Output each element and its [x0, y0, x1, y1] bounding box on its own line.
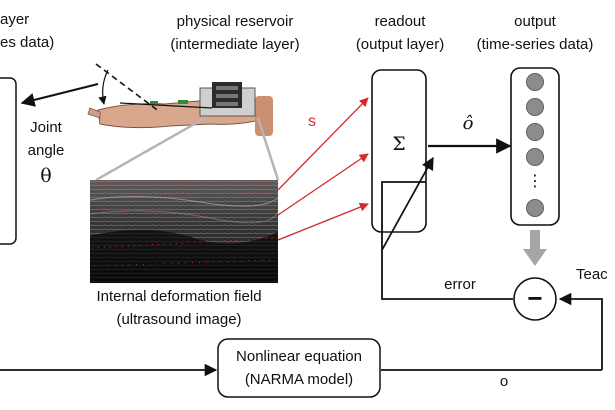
zoom-line-left [95, 116, 206, 182]
teacher-signal-line [558, 292, 603, 370]
input-layer-title-line1: ayer [0, 11, 30, 28]
output-down-arrow-head [523, 249, 547, 266]
narma-box [217, 338, 381, 398]
readout-box [371, 69, 427, 233]
signal-arrow-1 [277, 97, 369, 191]
signal-arrow-2 [277, 153, 369, 216]
subtractor-minus: − [527, 283, 543, 313]
narma-line1: Nonlinear equation [236, 348, 362, 365]
reservoir-title-line1: physical reservoir [176, 13, 294, 30]
o-label: o [499, 373, 509, 390]
o-hat-symbol: ô [462, 113, 474, 134]
joint-label-line1: Joint [30, 119, 62, 136]
theta-symbol: θ [40, 165, 52, 187]
signal-arrow-3 [277, 202, 369, 241]
reservoir-title-line2: (intermediate layer) [170, 36, 300, 53]
ultrasound-caption-line1: Internal deformation field [96, 288, 262, 305]
error-feedback-line [381, 181, 513, 300]
error-label: error [444, 276, 476, 293]
input-layer-box [0, 77, 17, 245]
error-feedback-arrow [381, 156, 434, 251]
ultrasound-caption-line2: (ultrasound image) [116, 311, 242, 328]
input-arrow [20, 83, 99, 107]
joint-label-line2: angle [27, 142, 65, 159]
output-node [526, 199, 544, 217]
output-node [526, 148, 544, 166]
readout-title-line1: readout [374, 13, 426, 30]
narma-line2: (NARMA model) [244, 371, 354, 388]
arm-photo [87, 63, 273, 136]
readout-title-line2: (output layer) [355, 36, 445, 53]
output-box [510, 67, 560, 226]
output-title-line2: (time-series data) [476, 36, 594, 53]
output-node [526, 98, 544, 116]
subtractor-circle [513, 277, 557, 321]
ultrasound-image [89, 180, 279, 283]
output-down-arrow-shaft [530, 230, 540, 250]
zoom-line-right [256, 117, 280, 181]
sigma-symbol: Σ [392, 133, 406, 155]
signal-label: s [308, 113, 316, 130]
input-layer-title-line2: es data) [0, 34, 55, 51]
output-title-line1: output [514, 13, 556, 30]
output-node [526, 73, 544, 91]
output-ellipsis: ⋮ [527, 173, 543, 190]
output-node [526, 123, 544, 141]
teacher-label: Teac [576, 266, 608, 283]
